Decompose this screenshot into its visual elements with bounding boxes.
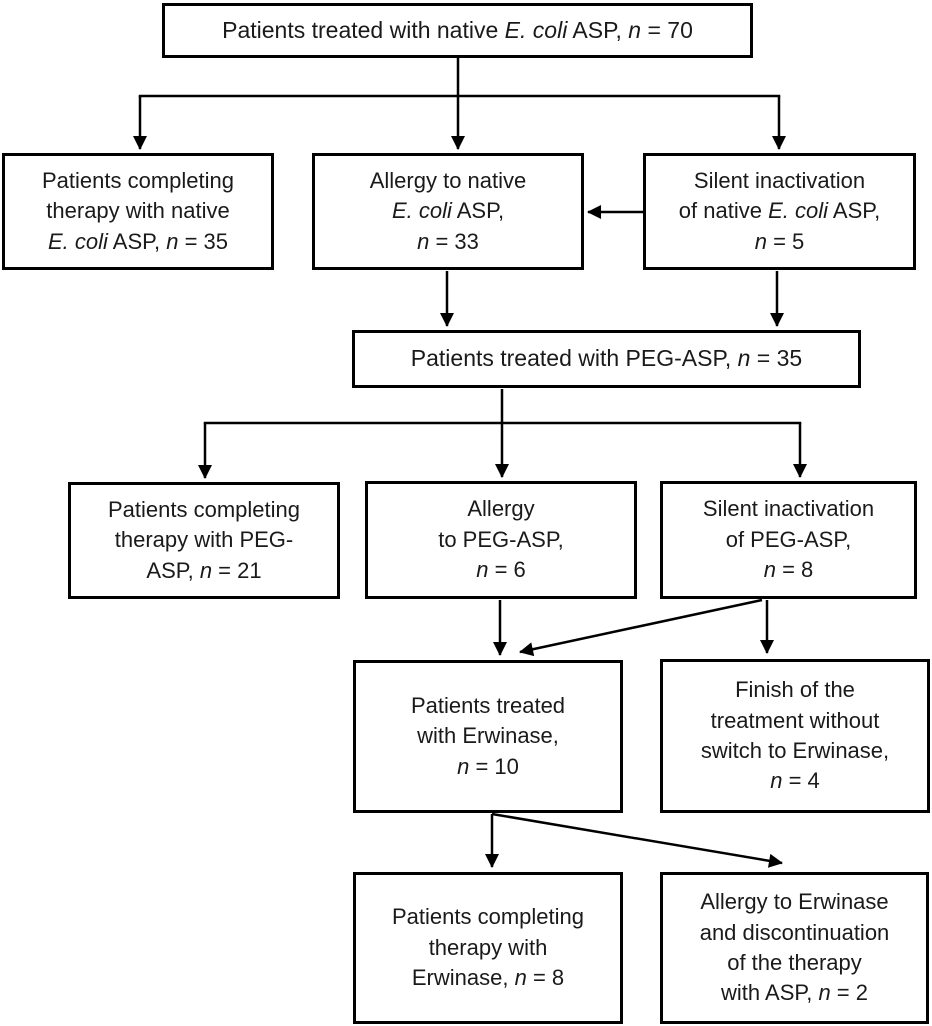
text-line: Silent inactivation [693, 167, 866, 193]
arrow-silent-peg-to-erwinase [519, 598, 763, 657]
text-line: ASP, n = 21 [146, 557, 262, 583]
node-completing-therapy-peg-asp: Patients completing therapy with PEG- ASP,… [68, 482, 340, 599]
text-line: of the therapy [727, 950, 862, 975]
node-allergy-to-native-ecoli-asp: Allergy to native E. coli ASP, n = 33 [312, 153, 584, 270]
node-patients-treated-peg-asp: Patients treated with PEG-ASP, n = 35 [352, 330, 861, 388]
text-line: Patients treated [410, 692, 566, 718]
node-silent-inactivation-peg-asp: Silent inactivation of PEG-ASP, n = 8 [660, 481, 917, 599]
text-line: E. coli ASP, n = 35 [47, 228, 229, 254]
node-allergy-erwinase-discontinuation: Allergy to Erwinase and discontinuation of… [660, 872, 929, 1024]
arrow-erwinase-to-allergy-erwinase [491, 812, 783, 868]
text-line: Patients completing [108, 496, 300, 522]
text-line: of native E. coli ASP, [678, 198, 881, 224]
node-silent-inactivation-native-ecoli-asp: Silent inactivation of native E. coli ASP… [643, 153, 916, 270]
node-allergy-to-peg-asp: Allergy to PEG-ASP, n = 6 [365, 481, 637, 599]
text-line: with ASP, n = 2 [721, 980, 868, 1006]
text-line: treatment without [710, 707, 880, 733]
text-line: Patients treated with native E. coli ASP… [222, 16, 693, 43]
text-line: Erwinase, n = 8 [411, 965, 565, 991]
node-finish-without-switch-erwinase: Finish of the treatment without switch to … [660, 659, 930, 813]
text-line: of PEG-ASP, [725, 526, 852, 552]
text-line: therapy with native [46, 198, 230, 224]
text-line: with Erwinase, [417, 723, 559, 749]
text-line: n = 4 [770, 768, 820, 794]
text-line: n = 5 [754, 228, 805, 254]
text-line: switch to Erwinase, [700, 738, 890, 763]
text-line: Patients treated with PEG-ASP, n = 35 [410, 345, 803, 372]
text-line: therapy with PEG- [114, 527, 294, 553]
text-line: Patients completing [392, 904, 584, 930]
text-line: Allergy to Erwinase [700, 889, 889, 915]
text-line: n = 10 [457, 753, 519, 779]
text-line: and discontinuation [699, 919, 890, 945]
text-line: Silent inactivation [702, 496, 875, 522]
text-line: E. coli ASP, [391, 198, 505, 224]
text-line: n = 6 [476, 557, 526, 583]
text-line: to PEG-ASP, [438, 526, 564, 552]
text-line: Finish of the [735, 677, 855, 703]
node-patients-treated-erwinase: Patients treated with Erwinase, n = 10 [353, 660, 623, 813]
text-line: n = 8 [763, 557, 814, 583]
text-line: n = 33 [417, 228, 479, 254]
text-line: Patients completing [42, 167, 234, 193]
text-line: Allergy [467, 496, 535, 522]
text-line: Allergy to native [369, 167, 527, 193]
text-line: therapy with [428, 934, 548, 960]
node-patients-treated-native-ecoli-asp: Patients treated with native E. coli ASP… [162, 3, 753, 58]
